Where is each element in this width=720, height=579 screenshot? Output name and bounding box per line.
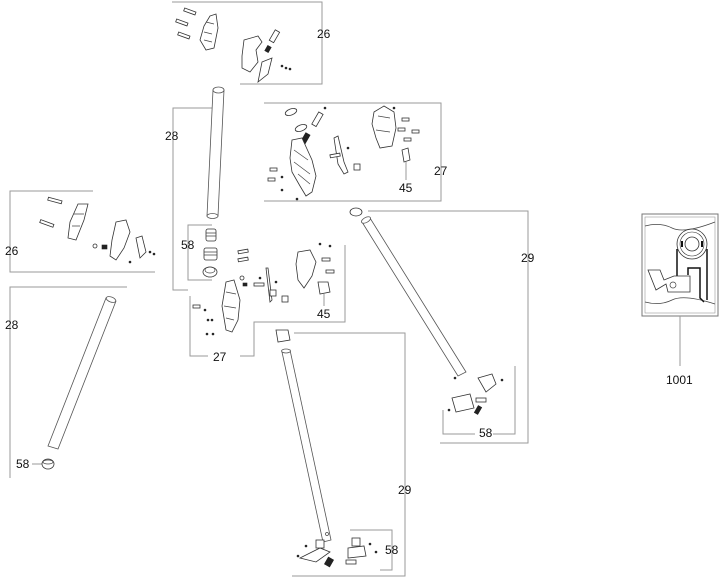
lock-mechanism <box>241 35 263 73</box>
callout-frame-29-right <box>368 210 529 444</box>
callout-58-top: 58 <box>181 238 195 252</box>
clip-45-mid <box>317 281 331 295</box>
assembly-27-upper: 27 45 <box>264 102 448 202</box>
callout-frame-26-top <box>172 1 323 85</box>
callout-27-mid: 27 <box>213 350 227 364</box>
handle-bracket-left <box>67 203 89 241</box>
callout-frame-28-left <box>9 286 127 478</box>
handle-bracket <box>199 13 219 51</box>
callout-frame-28-top <box>172 107 213 291</box>
assembly-27-mid: 27 45 <box>189 242 346 364</box>
callout-45-mid: 45 <box>317 307 331 321</box>
callout-58-left: 58 <box>16 457 30 471</box>
callout-frame-27-mid <box>240 245 346 357</box>
assembly-29-right: 29 58 <box>349 207 535 444</box>
assembly-28-top: 28 58 <box>165 86 225 291</box>
trigger-housing <box>371 105 397 149</box>
end-cap-29-bottom <box>275 329 291 343</box>
callout-26-top: 26 <box>317 27 331 41</box>
lock-mechanism-left <box>109 219 131 261</box>
callout-45-right: 45 <box>399 181 413 195</box>
callout-28-top: 28 <box>165 129 179 143</box>
foot-base-bottom <box>298 547 331 563</box>
callout-58-bottom: 58 <box>385 543 399 557</box>
assembly-29-bottom: 29 58 <box>275 329 412 577</box>
tube-29-bottom <box>281 349 332 543</box>
callout-frame-27-upper <box>264 102 442 202</box>
callout-29-right: 29 <box>521 251 535 265</box>
clip-45 <box>401 147 411 163</box>
tube-28-left <box>47 297 117 450</box>
assembly-26-left: 26 <box>5 190 156 273</box>
assembly-26-top: 26 <box>172 1 331 85</box>
frame-housing <box>289 137 317 197</box>
foot-base-right <box>477 373 497 393</box>
callout-frame-26-left <box>9 190 155 273</box>
tube-28-top <box>206 89 225 217</box>
assembly-1001: 1001 <box>641 213 719 387</box>
end-cap-29 <box>349 207 363 217</box>
callout-28-left: 28 <box>5 318 19 332</box>
callout-27-right: 27 <box>434 164 448 178</box>
callout-frame-29-bottom <box>292 332 406 577</box>
frame-housing-mid <box>221 279 241 333</box>
end-caps-58 <box>202 228 218 278</box>
screws <box>175 7 197 40</box>
assembly-28-left: 28 58 <box>5 286 127 478</box>
callout-58-right: 58 <box>479 426 493 440</box>
callout-26-left: 26 <box>5 244 19 258</box>
trigger-housing-mid <box>295 249 317 289</box>
callout-1001: 1001 <box>666 373 693 387</box>
callout-29-bottom: 29 <box>398 483 412 497</box>
tube-29-right <box>361 217 467 377</box>
